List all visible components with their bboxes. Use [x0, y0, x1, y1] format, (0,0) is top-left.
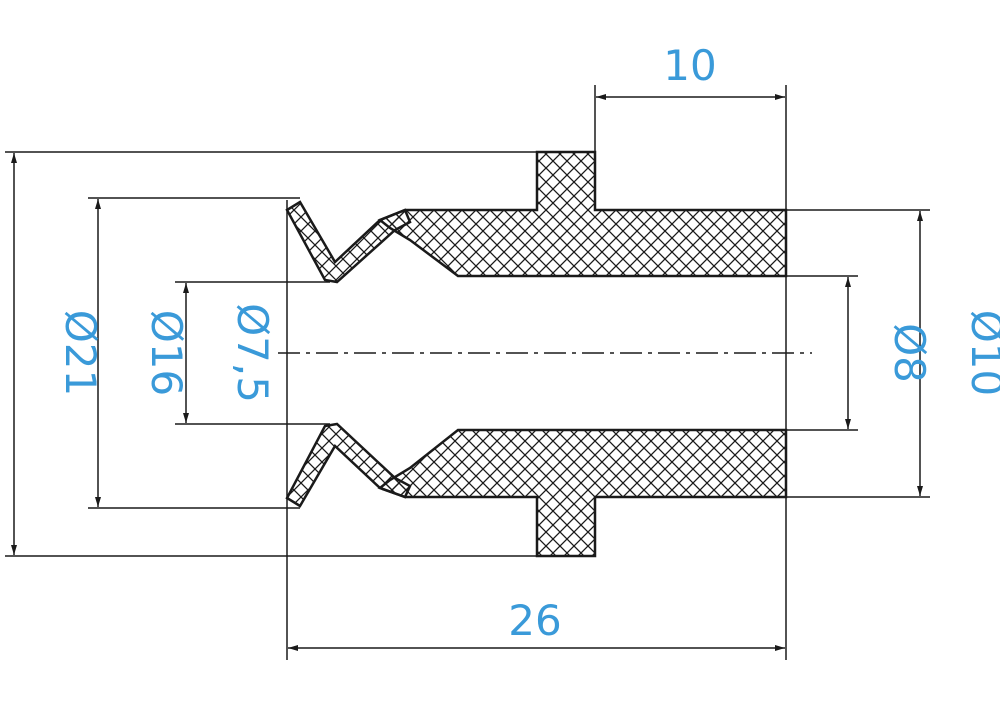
- extension-lines: [5, 85, 930, 660]
- label-bottom-length: 26: [508, 596, 561, 645]
- label-outer-flange-diameter: Ø21: [56, 310, 105, 397]
- body-bottom-section: [377, 428, 788, 558]
- lip-top-section: [285, 200, 412, 284]
- section-bottom: [285, 422, 788, 558]
- label-lip-diameter: Ø16: [142, 310, 191, 397]
- dimension-labels: 10 26 Ø21 Ø16 Ø7,5 Ø8 Ø10: [56, 41, 1000, 645]
- body-top-section: [377, 150, 788, 278]
- label-body-diameter: Ø10: [962, 310, 1000, 397]
- lip-bottom-section: [285, 422, 412, 508]
- dimension-lines: [11, 94, 923, 651]
- section-top: [285, 150, 788, 284]
- label-bore-diameter: Ø8: [885, 323, 934, 383]
- label-lip-bore-diameter: Ø7,5: [228, 303, 277, 403]
- label-top-length: 10: [663, 41, 716, 90]
